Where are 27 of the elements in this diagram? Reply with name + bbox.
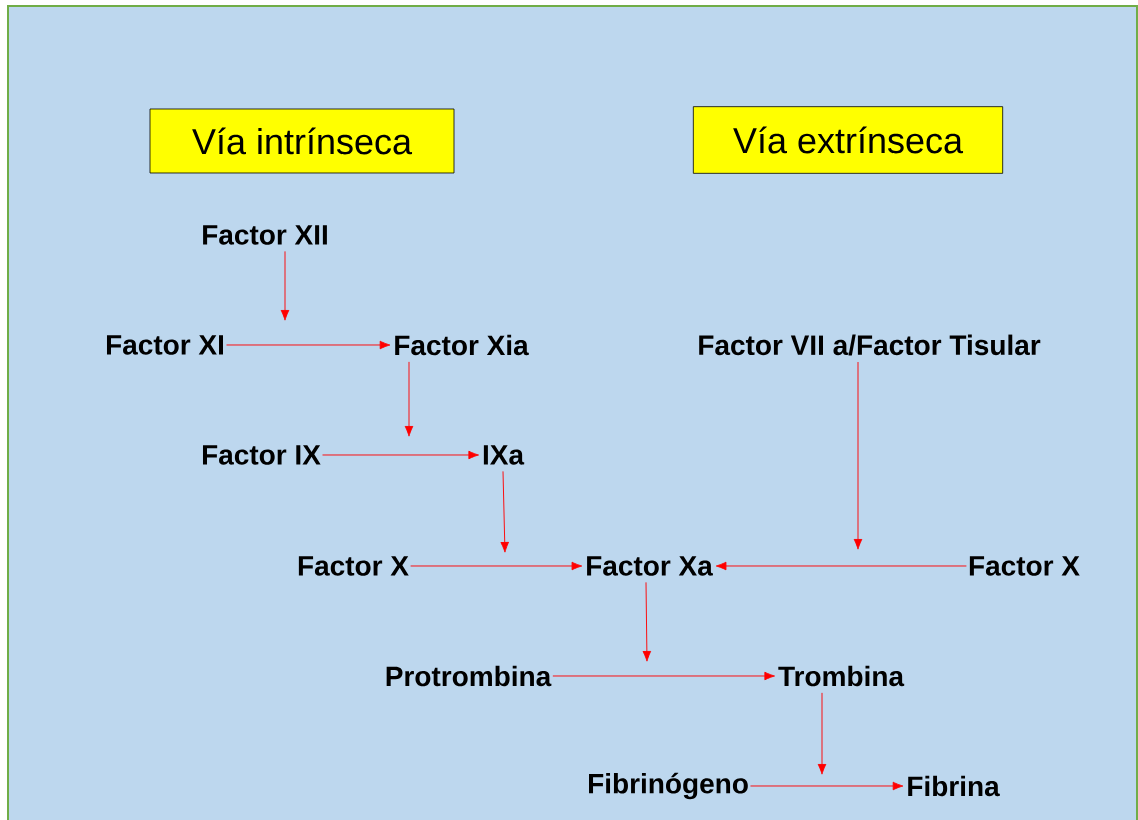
arrow bbox=[750, 781, 904, 791]
arrow bbox=[817, 692, 827, 775]
factor-label: Protrombina bbox=[386, 665, 552, 687]
arrow bbox=[642, 581, 652, 662]
factor-label: Fibrina bbox=[908, 775, 1000, 797]
arrow bbox=[226, 340, 391, 350]
arrow bbox=[410, 561, 583, 571]
arrow bbox=[280, 250, 290, 321]
factor-label: Factor X bbox=[969, 556, 1080, 576]
factor-label: Factor VII a/Factor Tisular bbox=[699, 334, 1041, 356]
arrow bbox=[404, 361, 414, 437]
heading-box: Vía extrínseca bbox=[692, 106, 1004, 174]
factor-label: Fibrinógeno bbox=[589, 772, 748, 800]
factor-label: Factor XI bbox=[107, 335, 223, 355]
factor-label: Factor X bbox=[298, 556, 409, 576]
factor-label: Factor XII bbox=[203, 225, 327, 245]
factor-label: Factor IX bbox=[203, 445, 321, 465]
factor-label: IXa bbox=[483, 445, 525, 465]
factor-label: Trombina bbox=[778, 665, 905, 687]
factor-label: Factor Xa bbox=[587, 556, 713, 576]
factor-label: Factor Xia bbox=[395, 334, 529, 356]
arrow bbox=[500, 470, 510, 553]
arrow bbox=[322, 450, 479, 460]
heading-box: Vía intrínseca bbox=[149, 108, 455, 174]
arrow bbox=[853, 361, 863, 550]
arrow bbox=[552, 671, 775, 681]
arrow bbox=[715, 561, 967, 571]
